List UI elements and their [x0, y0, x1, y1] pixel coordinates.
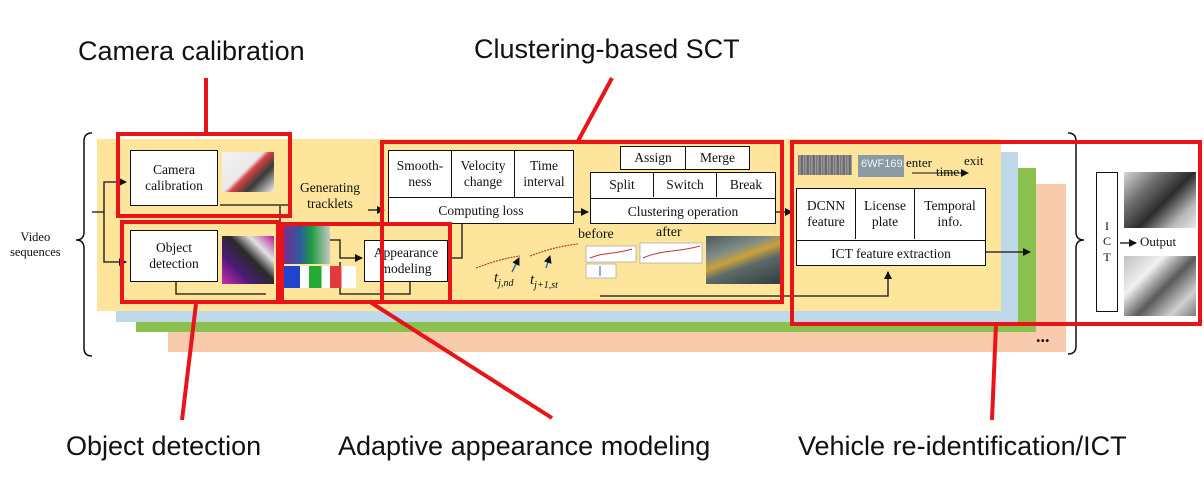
velocity-cell: Velocity change	[452, 151, 515, 197]
leader-vehicle-reid	[990, 323, 998, 421]
ict-feature-group	[796, 188, 986, 266]
smoothness-line1: Smooth-	[396, 158, 444, 174]
object-detection-line2: detection	[149, 256, 199, 271]
leader-object-detection	[180, 303, 198, 421]
after-label: after	[656, 225, 682, 240]
appearance-histogram-thumbnail	[284, 266, 356, 288]
assign-cell: Assign	[621, 147, 686, 169]
callout-object-detection: Object detection	[66, 431, 262, 461]
callout-vehicle-reid: Vehicle re-identification/ICT	[798, 431, 1127, 461]
input-label-line2: sequences	[10, 245, 61, 259]
break-cell: Break	[729, 177, 763, 193]
camera-calibration-box: Camera calibration	[130, 150, 218, 206]
dcnn-line2: feature	[807, 214, 845, 229]
t-end-symbol: t	[494, 270, 499, 286]
temporal-info-cell: Temporal info.	[915, 189, 985, 239]
callout-clustering-sct: Clustering-based SCT	[474, 34, 740, 64]
generating-tracklets-label: Generating tracklets	[290, 178, 370, 214]
highlight-vehicle-reid	[790, 140, 1202, 326]
output-thumbnail-bottom	[1124, 256, 1196, 316]
appearance-modeling-line2: modeling	[380, 261, 432, 276]
switch-cell: Switch	[654, 173, 717, 197]
ict-feature-extraction-cell: ICT feature extraction	[797, 240, 985, 266]
camera-calibration-line2: calibration	[145, 178, 203, 193]
output-thumbnail-top	[1124, 172, 1196, 228]
appearance-modeling-line1: Appearance	[373, 245, 439, 261]
time-line2: interval	[523, 174, 565, 189]
temporal-line1: Temporal	[924, 198, 976, 214]
ict-box: I C T	[1096, 172, 1118, 312]
temporal-line2: info.	[937, 214, 963, 229]
highlight-camera-calibration	[116, 132, 292, 218]
detection-thumbnail	[222, 236, 274, 284]
ict-letter-t: T	[1103, 249, 1111, 264]
dcnn-cell: DCNN feature	[797, 189, 856, 239]
ellipsis-label: ...	[1036, 326, 1050, 346]
object-detection-box: Object detection	[130, 230, 218, 282]
smoothness-line2: ness	[408, 174, 432, 189]
leader-appearance	[368, 300, 554, 420]
computing-loss-cell: Computing loss	[389, 197, 573, 224]
time-label: time	[936, 164, 960, 179]
object-detection-line1: Object	[156, 240, 192, 256]
generating-tracklets-line1: Generating	[300, 180, 360, 196]
computing-loss-group	[388, 150, 574, 224]
appearance-modeling-box: Appearance modeling	[364, 240, 448, 282]
input-label: Video sequences	[10, 230, 61, 260]
ict-letter-i: I	[1105, 218, 1109, 233]
smoothness-cell: Smooth- ness	[389, 151, 452, 197]
output-label: Output	[1140, 234, 1177, 249]
output-bracket	[1067, 132, 1085, 355]
merge-cell: Merge	[700, 150, 735, 166]
split-cell: Split	[591, 173, 654, 197]
license-line1: License	[864, 198, 906, 214]
highlight-clustering-sct	[380, 140, 784, 304]
t-start-symbol: t	[530, 272, 535, 288]
appearance-patches-thumbnail	[284, 226, 330, 264]
input-bracket	[75, 132, 93, 357]
dcnn-line1: DCNN	[806, 198, 846, 214]
license-plate-thumbnail: 6WF1691	[858, 155, 904, 177]
time-line1: Time	[529, 158, 558, 174]
clustering-operation-cell: Clustering operation	[591, 198, 775, 224]
license-plate-cell: License plate	[856, 189, 915, 239]
t-end-label: tj,nd	[494, 270, 513, 289]
time-interval-cell: Time interval	[515, 151, 573, 197]
t-end-subscript: j,nd	[498, 278, 514, 289]
highlight-object-detection	[120, 220, 280, 304]
exit-label: exit	[964, 153, 984, 168]
calibration-thumbnail	[222, 152, 274, 192]
velocity-line2: change	[463, 174, 503, 189]
callout-adaptive-appearance: Adaptive appearance modeling	[338, 431, 711, 461]
ict-letter-c: C	[1102, 234, 1111, 249]
trajectory-curve-2	[529, 243, 579, 257]
velocity-line1: Velocity	[460, 158, 506, 174]
t-start-subscript: j+1,st	[534, 280, 558, 291]
dcnn-feature-thumbnail	[798, 155, 852, 175]
before-label: before	[578, 227, 614, 242]
license-plate-text: 6WF1691	[861, 158, 904, 170]
callout-camera-calibration: Camera calibration	[78, 36, 305, 66]
sct-result-thumbnail	[706, 236, 782, 284]
license-line2: plate	[871, 214, 899, 229]
trajectory-curve-1	[475, 255, 521, 269]
enter-label: enter	[906, 155, 932, 170]
input-label-line1: Video	[20, 230, 51, 244]
leader-clustering	[576, 77, 614, 142]
generating-tracklets-line2: tracklets	[307, 196, 353, 211]
t-start-label: tj+1,st	[530, 272, 558, 291]
camera-calibration-line1: Camera	[153, 162, 195, 178]
highlight-appearance-modeling	[280, 222, 452, 304]
